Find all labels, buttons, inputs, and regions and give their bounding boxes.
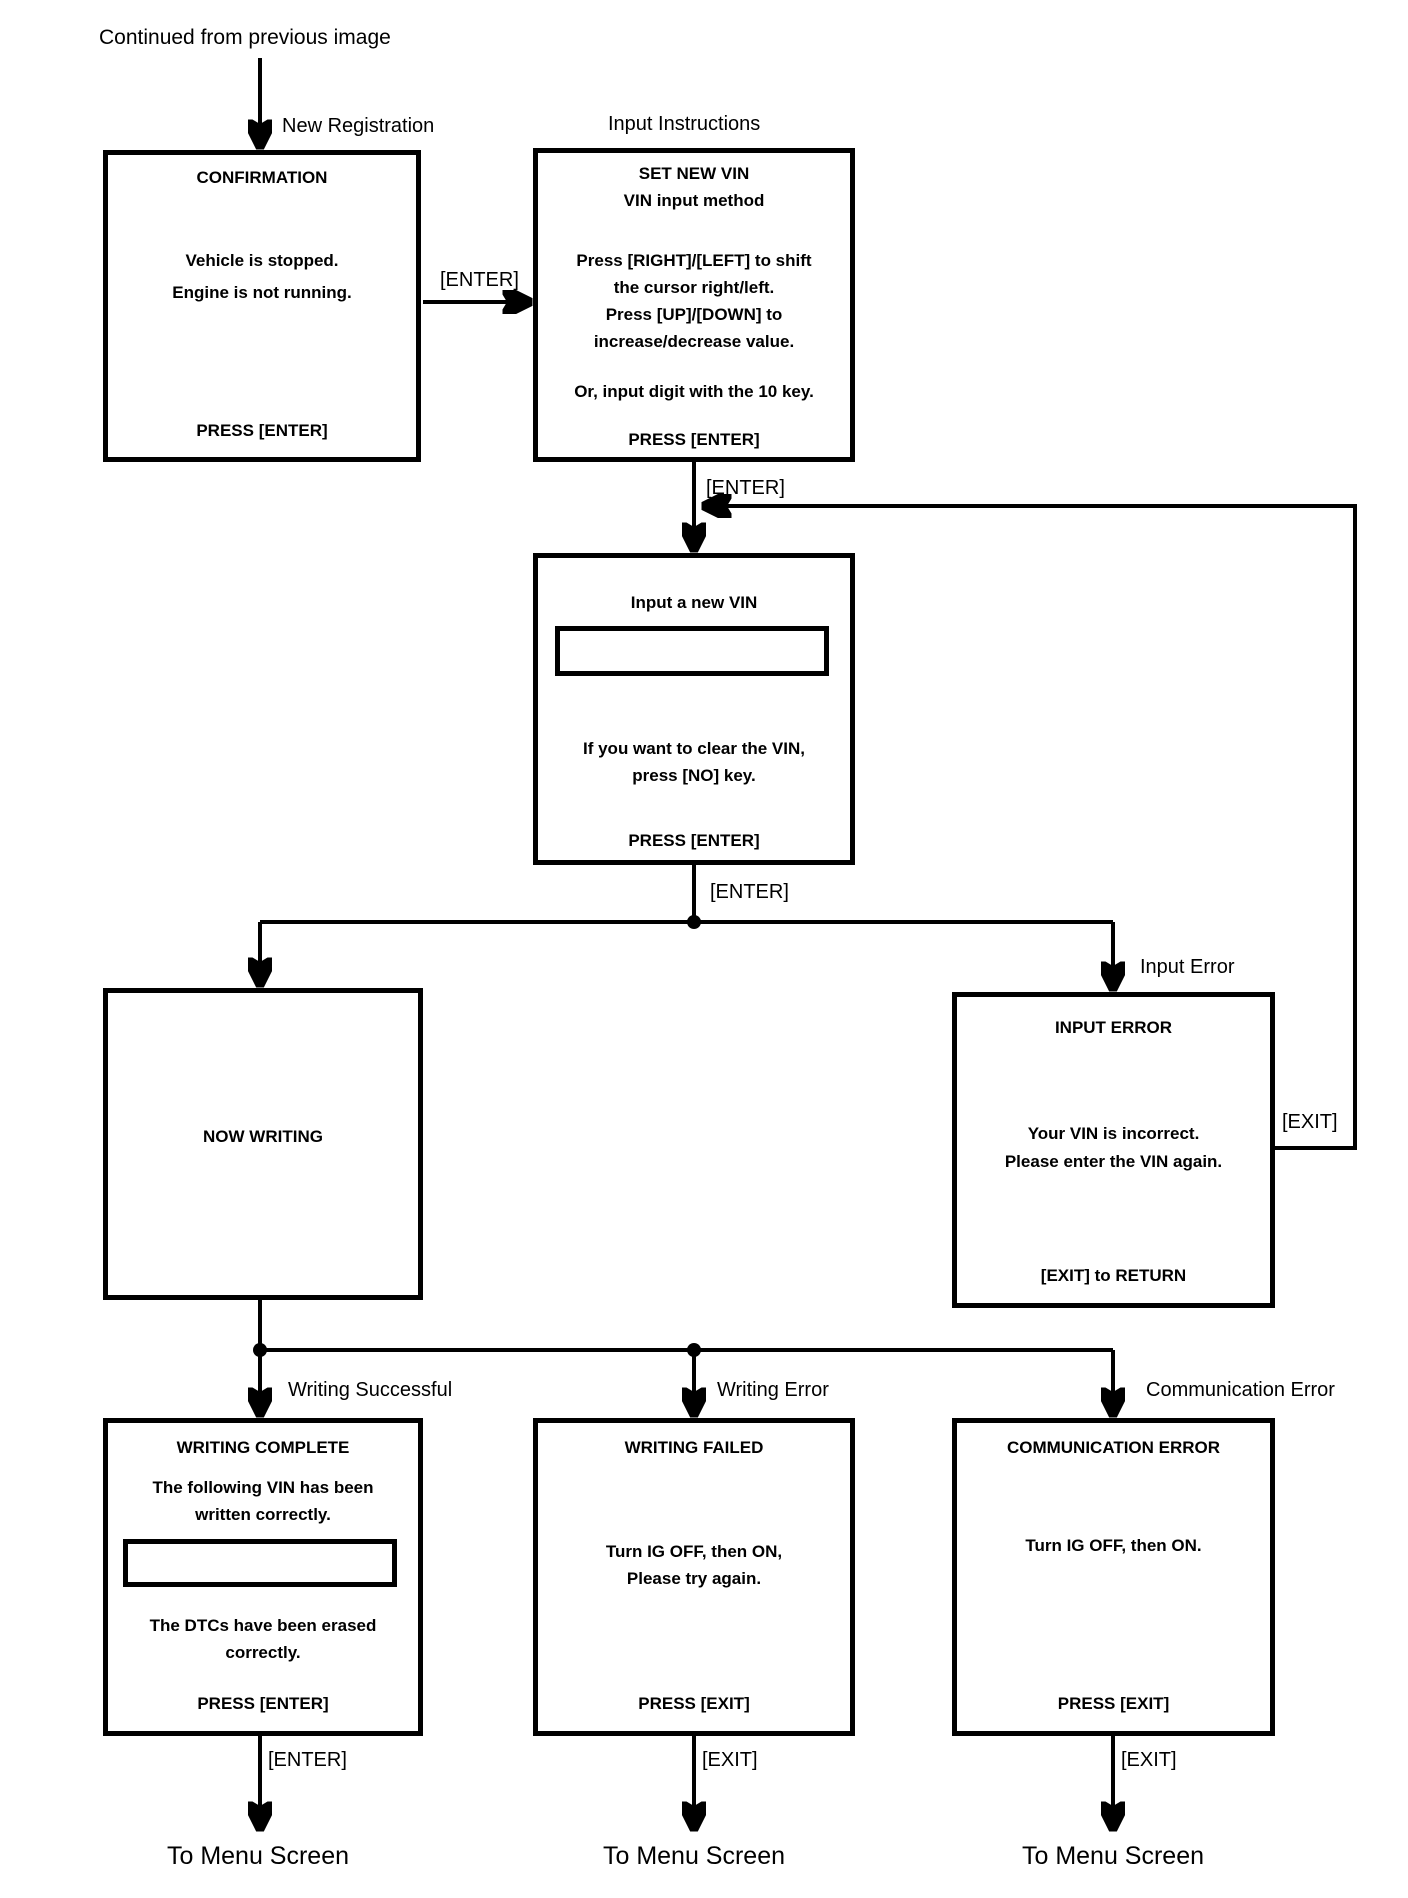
screen-text: The following VIN has been: [152, 1478, 374, 1497]
communication-error-label: Communication Error: [1146, 1379, 1335, 1401]
screen-writing-complete: WRITING COMPLETE The following VIN has b…: [103, 1418, 423, 1736]
screen-writing-failed: WRITING FAILED Turn IG OFF, then ON, Ple…: [533, 1418, 855, 1736]
screen-title: Input a new VIN: [630, 593, 758, 612]
enter-label-instructions: [ENTER]: [706, 477, 785, 499]
screen-title: SET NEW VIN: [638, 164, 750, 183]
screen-title: COMMUNICATION ERROR: [1006, 1438, 1221, 1457]
screen-input-new-vin: Input a new VIN If you want to clear the…: [533, 553, 855, 865]
screen-text: press [NO] key.: [632, 766, 756, 785]
junction-dot-bottom-mid: [687, 1343, 701, 1357]
to-menu-screen-label-2: To Menu Screen: [602, 1842, 786, 1870]
screen-text: Turn IG OFF, then ON.: [1025, 1536, 1202, 1555]
screen-text: Press [UP]/[DOWN] to: [605, 305, 783, 324]
screen-text: Vehicle is stopped.: [185, 251, 339, 270]
to-menu-screen-label-3: To Menu Screen: [1021, 1842, 1205, 1870]
screen-set-new-vin: SET NEW VIN VIN input method Press [RIGH…: [533, 148, 855, 462]
screen-text: Please try again.: [626, 1569, 762, 1588]
screen-text: the cursor right/left.: [613, 278, 775, 297]
enter-label-submit: [ENTER]: [710, 881, 789, 903]
vin-display-field: [123, 1539, 397, 1587]
screen-text: Turn IG OFF, then ON,: [605, 1542, 783, 1561]
screen-title: CONFIRMATION: [196, 168, 328, 187]
screen-footer: PRESS [ENTER]: [628, 430, 760, 449]
screen-text: Or, input digit with the 10 key.: [574, 382, 814, 401]
screen-title: VIN input method: [623, 191, 765, 210]
enter-label-menu: [ENTER]: [268, 1749, 347, 1771]
screen-title: WRITING FAILED: [624, 1438, 764, 1457]
screen-text: Please enter the VIN again.: [1004, 1152, 1223, 1171]
screen-footer: PRESS [ENTER]: [197, 1694, 329, 1713]
exit-feedback-label: [EXIT]: [1282, 1111, 1338, 1133]
screen-footer: PRESS [ENTER]: [196, 421, 328, 440]
screen-text: Your VIN is incorrect.: [1027, 1124, 1200, 1143]
screen-title: NOW WRITING: [203, 1127, 323, 1146]
writing-successful-label: Writing Successful: [288, 1379, 453, 1401]
screen-text: Press [RIGHT]/[LEFT] to shift: [576, 251, 812, 270]
screen-footer: PRESS [ENTER]: [628, 831, 760, 850]
screen-text: Engine is not running.: [172, 283, 352, 302]
continued-from-previous-label: Continued from previous image: [99, 26, 391, 49]
junction-dot-bottom-left: [253, 1343, 267, 1357]
screen-text: If you want to clear the VIN,: [583, 739, 805, 758]
screen-input-error: INPUT ERROR Your VIN is incorrect. Pleas…: [952, 992, 1275, 1308]
screen-text: correctly.: [225, 1643, 301, 1662]
screen-title: WRITING COMPLETE: [176, 1438, 350, 1457]
exit-label-menu-failed: [EXIT]: [702, 1749, 758, 1771]
exit-label-menu-comm: [EXIT]: [1121, 1749, 1177, 1771]
screen-communication-error: COMMUNICATION ERROR Turn IG OFF, then ON…: [952, 1418, 1275, 1736]
screen-title: INPUT ERROR: [1054, 1018, 1173, 1037]
arrow-input-error-exit-feedback: [707, 506, 1357, 1150]
screen-text: increase/decrease value.: [593, 332, 795, 351]
junction-dot-top: [687, 915, 701, 929]
screen-footer: [EXIT] to RETURN: [1040, 1266, 1187, 1285]
writing-error-label: Writing Error: [717, 1379, 829, 1401]
vin-input-field: [555, 626, 829, 676]
to-menu-screen-label-1: To Menu Screen: [166, 1842, 350, 1870]
input-instructions-label: Input Instructions: [608, 113, 761, 135]
screen-now-writing: NOW WRITING: [103, 988, 423, 1300]
new-registration-label: New Registration: [282, 115, 435, 137]
enter-label-confirmation: [ENTER]: [440, 269, 519, 291]
screen-text: The DTCs have been erased: [149, 1616, 377, 1635]
input-error-label: Input Error: [1140, 956, 1235, 978]
screen-confirmation: CONFIRMATION Vehicle is stopped. Engine …: [103, 150, 421, 462]
screen-footer: PRESS [EXIT]: [638, 1694, 750, 1713]
screen-footer: PRESS [EXIT]: [1057, 1694, 1170, 1713]
screen-text: written correctly.: [195, 1505, 331, 1524]
